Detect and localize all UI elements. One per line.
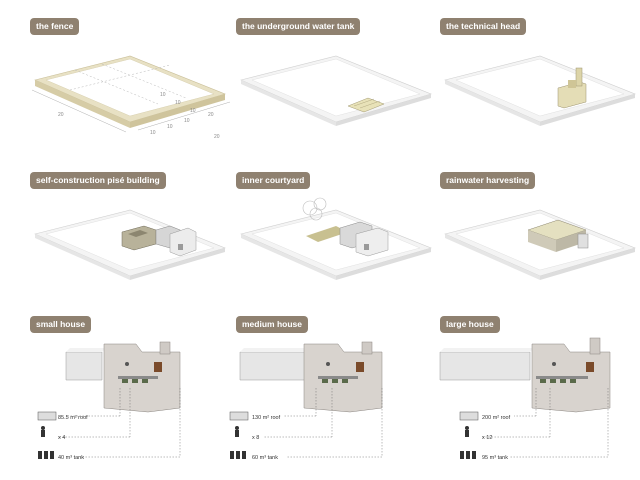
inner-courtyard-illustration bbox=[240, 197, 432, 280]
medium-house-illustration: 130 m² roof x 8 60 m³ tank bbox=[229, 341, 383, 461]
dimension-10: 10 bbox=[160, 92, 166, 98]
people-count: x 12 bbox=[482, 435, 492, 441]
roof-icon bbox=[229, 411, 249, 421]
panel-fence: the fence 20 10 10 10 10 10 10 20 20 bbox=[30, 18, 231, 148]
roof-area: 130 m² roof bbox=[252, 415, 281, 421]
dimension-10: 10 bbox=[184, 118, 190, 124]
tank-volume: 60 m³ tank bbox=[252, 455, 278, 461]
people-count: x 4 bbox=[58, 435, 65, 441]
dimension-20: 20 bbox=[58, 112, 64, 118]
panel-label: rainwater harvesting bbox=[440, 172, 536, 189]
panel-technical-head: the technical head bbox=[440, 18, 640, 148]
pise-building-illustration bbox=[34, 209, 226, 280]
roof-icon bbox=[459, 411, 479, 421]
technical-head-illustration bbox=[444, 55, 636, 126]
panel-label: small house bbox=[30, 316, 92, 333]
panel-small-house: small house 85.5 m² roof x 4 40 m³ tank bbox=[30, 316, 230, 466]
roof-icon bbox=[37, 411, 57, 421]
panel-label: the underground water tank bbox=[236, 18, 361, 35]
panel-underground-water-tank: the underground water tank bbox=[236, 18, 436, 148]
dimension-20: 20 bbox=[208, 112, 214, 118]
water-tank-illustration bbox=[240, 55, 432, 126]
panel-rainwater-harvesting: rainwater harvesting bbox=[440, 172, 640, 302]
panel-label: the technical head bbox=[440, 18, 527, 35]
fence-illustration: 20 10 10 10 10 10 10 20 20 bbox=[31, 55, 231, 140]
tank-volume: 40 m³ tank bbox=[58, 455, 84, 461]
small-house-illustration: 85.5 m² roof x 4 40 m³ tank bbox=[37, 341, 181, 461]
dimension-20: 20 bbox=[214, 134, 220, 140]
panel-label: self-construction pisé building bbox=[30, 172, 166, 189]
dimension-10: 10 bbox=[150, 130, 156, 136]
roof-area: 85.5 m² roof bbox=[58, 415, 88, 421]
people-count: x 8 bbox=[252, 435, 259, 441]
person-icon bbox=[465, 426, 469, 437]
panel-large-house: large house 200 m² roof x 12 95 m³ tank bbox=[439, 316, 640, 466]
dimension-10: 10 bbox=[167, 124, 173, 130]
person-icon bbox=[41, 426, 45, 437]
tank-icon bbox=[230, 451, 246, 459]
panel-label: large house bbox=[440, 316, 500, 333]
tank-icon bbox=[38, 451, 54, 459]
roof-area: 200 m² roof bbox=[482, 415, 511, 421]
panel-pise-building: self-construction pisé building bbox=[30, 172, 230, 302]
large-house-illustration: 200 m² roof x 12 95 m³ tank bbox=[439, 337, 611, 461]
tank-icon bbox=[460, 451, 476, 459]
panel-label: medium house bbox=[236, 316, 308, 333]
panel-label: the fence bbox=[30, 18, 80, 35]
panel-inner-courtyard: inner courtyard bbox=[236, 172, 436, 302]
panel-medium-house: medium house 130 m² roof x 8 60 m³ tank bbox=[229, 316, 436, 466]
dimension-10: 10 bbox=[190, 108, 196, 114]
dimension-10: 10 bbox=[175, 100, 181, 106]
rainwater-harvesting-illustration bbox=[444, 209, 636, 280]
panel-label: inner courtyard bbox=[236, 172, 311, 189]
tank-volume: 95 m³ tank bbox=[482, 455, 508, 461]
person-icon bbox=[235, 426, 239, 437]
